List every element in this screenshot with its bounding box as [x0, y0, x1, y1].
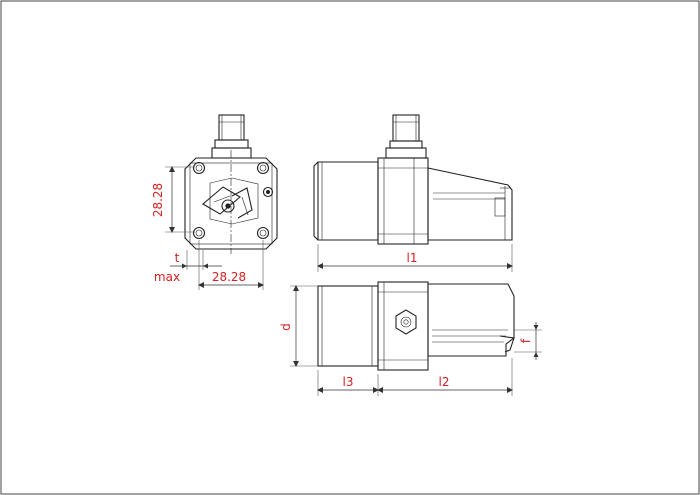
d-label: d	[279, 323, 293, 331]
f-label: f	[519, 338, 533, 343]
end-view-dimensions	[165, 166, 264, 290]
dimension-l3-l2	[317, 358, 513, 396]
dimension-f	[514, 322, 542, 360]
end-view-width-label: 28.28	[212, 270, 246, 284]
l1-label: l1	[407, 251, 418, 265]
l3-label: l3	[343, 375, 354, 389]
l2-label: l2	[439, 375, 450, 389]
t-label: t	[175, 251, 180, 265]
end-view	[184, 114, 278, 254]
max-label: max	[154, 270, 180, 284]
dimension-l1	[317, 244, 513, 272]
dimension-d	[290, 285, 318, 367]
end-view-height-label: 28.28	[151, 183, 165, 217]
side-view	[313, 114, 513, 245]
top-view	[317, 281, 515, 371]
